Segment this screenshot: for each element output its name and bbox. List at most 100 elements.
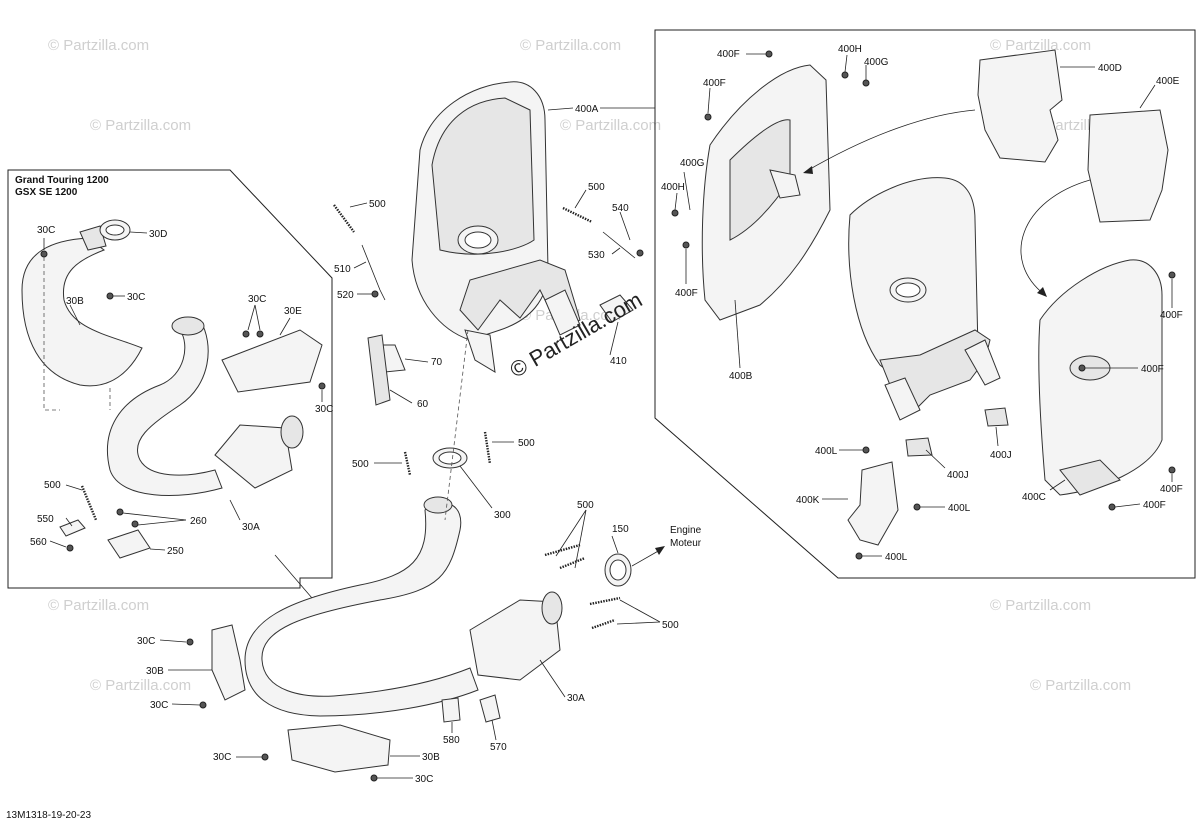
- screw-400l: [855, 552, 863, 560]
- inset-screw: [318, 382, 326, 390]
- callout-30b: 30B: [422, 752, 440, 763]
- callout-500: 500: [588, 182, 605, 193]
- callout-500: 500: [352, 459, 369, 470]
- screw-400f: [1168, 466, 1176, 474]
- callout-400f: 400F: [1160, 310, 1183, 321]
- callout-30c: 30C: [150, 700, 168, 711]
- spring-500: [544, 543, 581, 557]
- callout-400d: 400D: [1098, 63, 1122, 74]
- callout-400h: 400H: [838, 44, 862, 55]
- muffler-assembly-400a: [411, 81, 581, 373]
- inset-title-line2: GSX SE 1200: [15, 187, 78, 198]
- callout-150: 150: [612, 524, 629, 535]
- callout-500: 500: [44, 480, 61, 491]
- watermarks: © Partzilla.com © Partzilla.com © Partzi…: [48, 37, 1131, 694]
- callout-580: 580: [443, 735, 460, 746]
- callout-530: 530: [588, 250, 605, 261]
- inset-heat-shield-30e: [221, 329, 323, 393]
- callout-400l: 400L: [815, 446, 838, 457]
- inset-screw: [242, 330, 250, 338]
- arrow-head: [1037, 287, 1047, 297]
- callout-30a: 30A: [567, 693, 585, 704]
- inset-bracket-250: [107, 529, 151, 559]
- arrow-head: [803, 166, 813, 174]
- watermark: © Partzilla.com: [990, 37, 1091, 54]
- bracket-400j: [984, 407, 1009, 427]
- callout-400f: 400F: [675, 288, 698, 299]
- watermark: © Partzilla.com: [990, 597, 1091, 614]
- inset-arrow: [274, 554, 319, 606]
- spring-500: [562, 206, 593, 224]
- gasket-150-hole: [609, 559, 627, 581]
- watermark: © Partzilla.com: [560, 117, 661, 134]
- muffler-body-400c-front: [848, 177, 1001, 421]
- heat-pad-400e: [1087, 109, 1169, 223]
- arrow-400d-to-body: [804, 109, 976, 173]
- callout-30b: 30B: [66, 296, 84, 307]
- callout-520: 520: [337, 290, 354, 301]
- callout-400c: 400C: [1022, 492, 1046, 503]
- spring-500: [403, 451, 412, 476]
- arrow-400e-to-body: [1020, 179, 1091, 296]
- inset-screw: [116, 508, 124, 516]
- callout-400l: 400L: [948, 503, 971, 514]
- spring-500: [559, 556, 586, 570]
- screw-520: [371, 290, 379, 298]
- engine-label-line2: Moteur: [670, 538, 702, 549]
- callout-30c: 30C: [137, 636, 155, 647]
- screw-30c: [186, 638, 194, 646]
- callout-30d: 30D: [149, 229, 167, 240]
- callout-30c: 30C: [315, 404, 333, 415]
- callout-30b: 30B: [146, 666, 164, 677]
- center-leaders: [159, 107, 665, 779]
- watermark: © Partzilla.com: [48, 37, 149, 54]
- screw-400l: [862, 446, 870, 454]
- spring-500: [483, 431, 492, 465]
- muffler-frame: [654, 29, 1196, 579]
- screw-400f: [682, 241, 690, 249]
- callout-30a: 30A: [242, 522, 260, 533]
- heat-pad-400d: [977, 49, 1063, 163]
- callout-260: 260: [190, 516, 207, 527]
- mount-580: [441, 697, 461, 723]
- screw-30c: [199, 701, 207, 709]
- spring-500: [333, 204, 355, 233]
- callout-30c: 30C: [127, 292, 145, 303]
- diagram-code: 13M1318-19-20-23: [6, 810, 91, 821]
- inset-screw: [256, 330, 264, 338]
- grommet-410: [599, 294, 634, 323]
- rod-530: [602, 231, 636, 259]
- callout-400g: 400G: [864, 57, 889, 68]
- watermark: © Partzilla.com: [1030, 677, 1131, 694]
- callout-30c: 30C: [415, 774, 433, 785]
- callout-30c: 30C: [248, 294, 266, 305]
- callout-550: 550: [37, 514, 54, 525]
- callout-60: 60: [417, 399, 429, 410]
- inset-leaders: [43, 231, 323, 551]
- callout-400j: 400J: [990, 450, 1012, 461]
- callout-410: 410: [610, 356, 627, 367]
- watermark: © Partzilla.com: [520, 37, 621, 54]
- engine-label-line1: Engine: [670, 525, 702, 536]
- callout-500: 500: [577, 500, 594, 511]
- callout-400j: 400J: [947, 470, 969, 481]
- spring-500: [591, 618, 616, 630]
- gasket-300-hole: [438, 451, 462, 465]
- muffler-body-400c-rear: [1038, 259, 1163, 496]
- right-leaders: [674, 53, 1173, 557]
- callout-400g: 400G: [680, 158, 705, 169]
- screw-400f: [765, 50, 773, 58]
- screw-400f: [1108, 503, 1116, 511]
- callout-30c: 30C: [37, 225, 55, 236]
- rod-510: [361, 244, 386, 301]
- callout-400b: 400B: [729, 371, 753, 382]
- watermark: © Partzilla.com: [90, 677, 191, 694]
- callout-400f: 400F: [1143, 500, 1166, 511]
- callout-400f: 400F: [717, 49, 740, 60]
- heat-shield-30b: [211, 624, 246, 701]
- bracket-400j: [905, 437, 933, 457]
- callout-570: 570: [490, 742, 507, 753]
- clip-540: [636, 249, 644, 257]
- callout-510: 510: [334, 264, 351, 275]
